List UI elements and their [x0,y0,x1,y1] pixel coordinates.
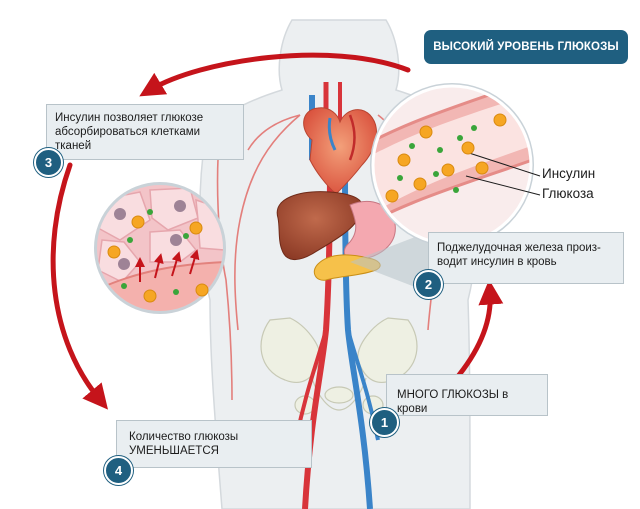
legend-pointers [465,151,541,196]
insulin-particle [457,135,463,141]
glucose-particle [189,221,203,235]
glucose-particle [413,177,427,191]
legend-insulin-label: Инсулин [542,166,596,181]
glucose-particle [143,289,157,303]
step-4-box: Количество глюкозы УМЕНЬШАЕТСЯ [116,420,312,468]
step-4-line-1: Количество глюкозы [129,431,239,443]
cycle-arrows [50,52,504,410]
insulin-particle [409,143,415,149]
step-4-badge: 4 [104,456,133,485]
insulin-particle [433,171,439,177]
insulin-particle [437,147,443,153]
step-2-box: Поджелудочная железа произ- водит инсули… [428,232,624,284]
step-3-line-2: абсорбироваться клетками [55,126,201,138]
step-3-line-3: тканей [55,140,92,152]
zoom-beam [350,232,428,292]
glucose-particle [195,283,209,297]
legend-glucose-label: Глюкоза [542,186,594,201]
glucose-particle [493,113,507,127]
insulin-particle [183,233,189,239]
step-3-badge: 3 [34,148,63,177]
insulin-particle [147,209,153,215]
insulin-particle [397,175,403,181]
liver [276,191,364,260]
glucose-particle [461,141,475,155]
step-2-line-1: Поджелудочная железа произ- [437,242,601,254]
insulin-particle [453,187,459,193]
glucose-particle [397,153,411,167]
glucose-particle [419,125,433,139]
particles [107,113,507,303]
page-title: ВЫСОКИЙ УРОВЕНЬ ГЛЮКОЗЫ [424,30,628,64]
step-4-line-2: УМЕНЬШАЕТСЯ [129,445,219,457]
insulin-particle [173,289,179,295]
step-1-line-1: МНОГО ГЛЮКОЗЫ в крови [397,389,509,415]
step-3-box: Инсулин позволяет глюкозе абсорбироватьс… [46,104,244,160]
glucose-particle [131,215,145,229]
insulin-particle [121,283,127,289]
heart [303,107,377,195]
glucose-particle [107,245,121,259]
insulin-particle [471,125,477,131]
step-2-badge: 2 [414,270,443,299]
step-1-badge: 1 [370,408,399,437]
glucose-particle [441,163,455,177]
glucose-particle [385,189,399,203]
insulin-particle [127,237,133,243]
step-1-box: МНОГО ГЛЮКОЗЫ в крови [386,374,548,416]
glucose-particle [475,161,489,175]
step-3-line-1: Инсулин позволяет глюкозе [55,112,204,124]
step-2-line-2: водит инсулин в кровь [437,256,557,268]
